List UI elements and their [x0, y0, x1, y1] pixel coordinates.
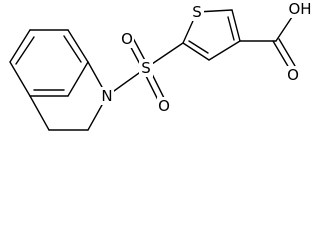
bg-o-bottom — [157, 97, 171, 115]
bond-benzene-1-inner — [15, 36, 35, 65]
atom-n: N — [101, 87, 112, 105]
bond-thiophene-c4-c5 — [182, 42, 210, 61]
bond-benzene-5 — [67, 29, 89, 63]
bg-s-sulfonyl — [139, 59, 153, 77]
bond-benzene-1 — [9, 29, 31, 63]
bg-oh — [287, 0, 313, 18]
bond-benzene-5-inner — [63, 35, 82, 63]
bg-s-thiophene — [190, 3, 204, 21]
bond-thiophene-c3-c4 — [208, 40, 241, 61]
bond-carboxyl-o-b — [278, 38, 296, 67]
atom-o-carbonyl: O — [287, 66, 299, 84]
bond-thiophene-c2-c3 — [231, 9, 241, 42]
atom-o-bottom: O — [158, 97, 170, 115]
atom-s-sulfonyl: S — [141, 59, 151, 77]
bg-o-top — [120, 30, 134, 48]
atom-labels: S S O O N O OH — [101, 0, 311, 115]
atom-s-thiophene: S — [192, 3, 202, 21]
bond-benzene-2 — [9, 61, 31, 97]
atom-oh: OH — [288, 0, 311, 18]
bg-n — [100, 87, 114, 105]
bond-ring-c3-c4 — [29, 95, 50, 131]
molecule-structure-diagram: S S O O N O OH — [9, 0, 313, 131]
atom-o-top: O — [121, 30, 133, 48]
bond-thiophene-c4-c5-inner — [188, 40, 209, 54]
atom-label-backgrounds — [100, 0, 313, 115]
bond-thiophene-c2-c3-inner — [227, 16, 235, 41]
bg-o-carbonyl — [286, 66, 300, 84]
bond-carboxyl-oh — [275, 13, 295, 42]
bond-benzene-4 — [67, 61, 89, 97]
bond-carboxyl-o-a — [272, 40, 290, 69]
